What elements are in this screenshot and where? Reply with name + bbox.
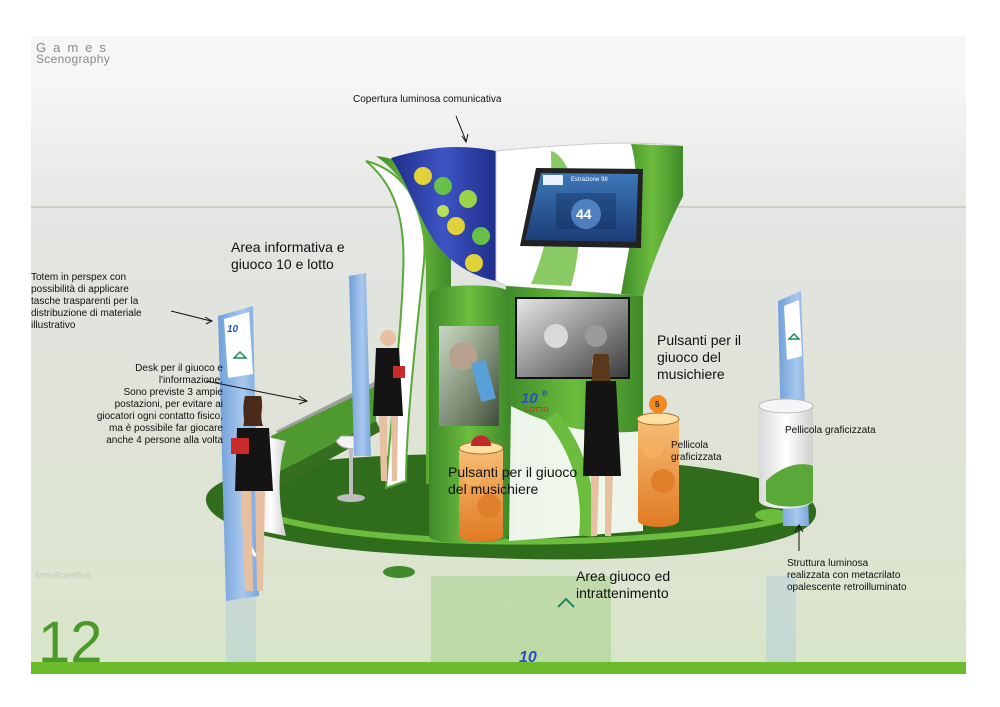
footer-bar (31, 662, 966, 674)
floor-logo-number: 10 (519, 649, 537, 666)
hostess-center-left (373, 330, 405, 481)
cylinder-musichiere-center (458, 435, 504, 542)
label-pulsanti-center: Pulsanti per il giuoco del musichiere (448, 464, 578, 497)
brand-title: Games (36, 40, 113, 55)
label-desk: Desk per il giuoco e l'informazione. Son… (96, 363, 223, 446)
logo-word: LOTTO (525, 407, 549, 414)
watermark: formAcanthus (35, 570, 91, 580)
photo-panel (515, 297, 630, 379)
cylinder-musichiere-right (636, 395, 680, 527)
display-screen (520, 168, 643, 248)
floor-reflection (226, 576, 796, 666)
page-number: 12 (38, 610, 103, 674)
brand-subtitle: Scenography (36, 52, 111, 66)
header-band (31, 36, 966, 94)
screen-number: 44 (576, 206, 592, 222)
cylinder-right (758, 398, 814, 509)
label-pellicola-right: Pellicola graficizzata (785, 425, 876, 436)
leader-lines (170, 115, 804, 551)
label-pellicola-center: Pellicola graficizzata (671, 440, 722, 463)
totem-logo-number: 10 (227, 324, 239, 335)
totem-thin (349, 273, 371, 456)
label-area-informativa: Area informativa e giuoco 10 e lotto (231, 239, 345, 272)
label-totem: Totem in perspex con possibilità di appl… (31, 272, 142, 331)
presentation-sheet: Games Scenography (31, 36, 966, 674)
stand-rendering: Estrazione 98 44 10 e LOTTO (170, 115, 817, 666)
label-area-giuoco: Area giuoco ed intrattenimento (576, 568, 671, 601)
hostess-left (231, 396, 273, 591)
label-struttura: Struttura luminosa realizzata con metacr… (787, 558, 907, 593)
label-pulsanti-right: Pulsanti per il giuoco del musichiere (657, 332, 742, 382)
label-copertura: Copertura luminosa comunicativa (353, 94, 502, 105)
hostess-center-right (583, 354, 621, 536)
logo-e: e (542, 388, 548, 399)
floor-logo: 10 (519, 597, 575, 666)
ball-number: 5 (655, 400, 660, 409)
screen-header: Estrazione 98 (571, 177, 608, 183)
logo-number: 10 (521, 390, 538, 407)
